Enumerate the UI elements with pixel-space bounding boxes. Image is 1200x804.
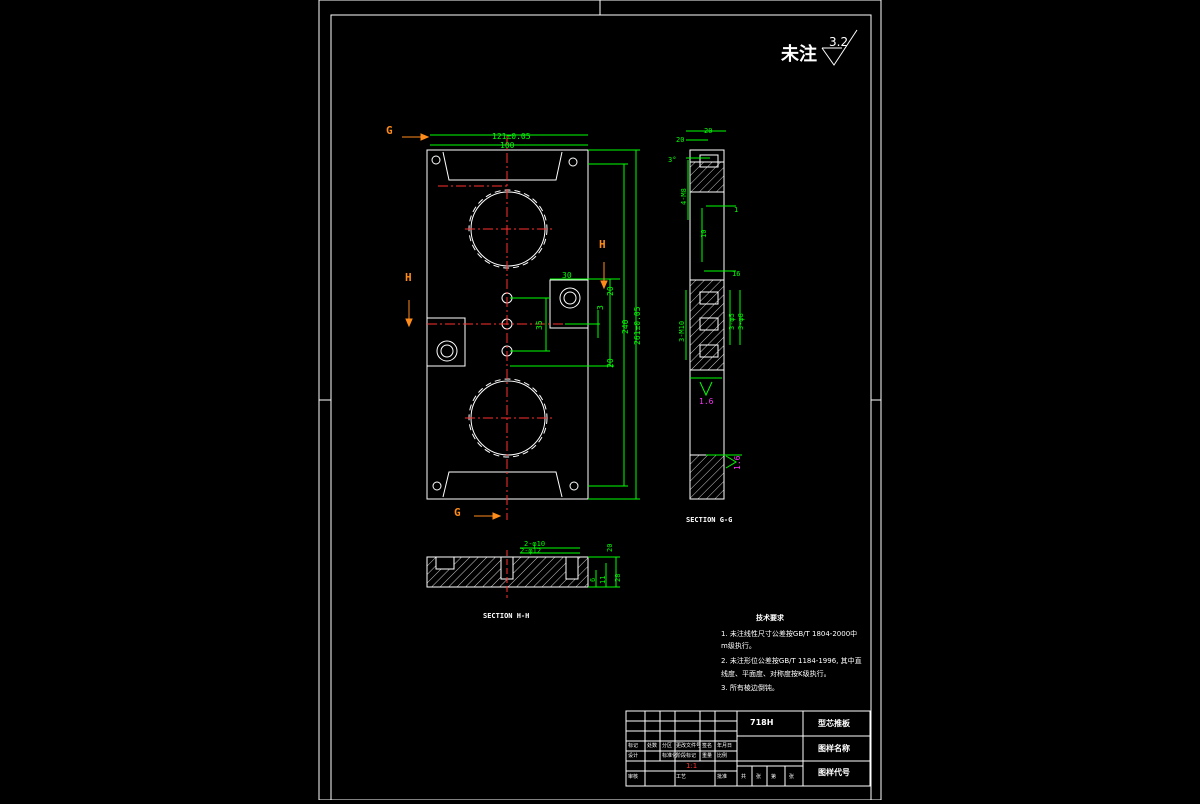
hatch-region xyxy=(689,454,725,500)
tb-small-label: 标记 xyxy=(628,743,639,749)
bottom-section-view: 2-φ10 2-φ12 20 6 11 28 SECTION H-H xyxy=(426,540,622,620)
bottom-recess xyxy=(435,556,455,570)
dim-20-bottom: 20 xyxy=(606,544,614,552)
dim-4m8: 4-M8 xyxy=(680,188,688,205)
dim-121: 121±0.05 xyxy=(492,132,531,141)
tb-small-label: 签名 xyxy=(702,743,713,749)
corner-hole xyxy=(431,155,441,165)
section-g-label-bottom: G xyxy=(454,506,461,519)
tb-small-label: 设计 xyxy=(628,753,639,759)
tb-small-label: 重量 xyxy=(702,753,713,759)
left-pocket xyxy=(426,317,466,367)
tb-small-label: 阶段标记 xyxy=(676,753,697,759)
bottom-hole xyxy=(565,556,579,580)
dim-3: 3 xyxy=(596,305,605,310)
dim-261: 261±0.05 xyxy=(633,306,642,345)
notes-line: 线度、平面度、对称度按K级执行。 xyxy=(721,670,831,678)
dim-28: 28 xyxy=(614,574,622,582)
tb-small-label: 更改文件号 xyxy=(676,743,702,749)
section-h-label-left: H xyxy=(405,271,412,284)
section-g-label-top: G xyxy=(386,124,393,137)
sheet-inner-border xyxy=(330,14,872,801)
roughness-symbol xyxy=(821,29,858,66)
arrowhead xyxy=(405,318,413,328)
dim-2phi10: 2-φ10 xyxy=(524,540,545,548)
tb-small-label: 比例 xyxy=(717,753,728,759)
tb-bottom-label: 工艺 xyxy=(676,774,687,780)
tb-sheet-label: 张 xyxy=(789,774,795,780)
dim-3phi5: 3-φ5 xyxy=(728,313,736,330)
side-pocket xyxy=(549,279,589,329)
sheet-outer-border xyxy=(318,0,882,801)
notes-line: 2. 未注形位公差按GB/T 1184-1996, 其中直 xyxy=(721,657,862,665)
dim-2phi12: 2-φ12 xyxy=(520,547,541,555)
tb-small-label: 分区 xyxy=(662,743,673,749)
tb-small-label: 标准化 xyxy=(662,753,678,759)
scale-value: 1:1 xyxy=(686,762,698,770)
arrowhead xyxy=(420,133,430,141)
dim-angle: 3° xyxy=(668,156,676,164)
side-section-view: 20 20 3° 4-M8 10 1 16 3-M10 3-φ5 3-φ8 1.… xyxy=(668,127,745,524)
drawing-name-label: 图样名称 xyxy=(818,744,850,753)
dim-20b-side: 20 xyxy=(704,127,712,135)
dim-20a-side: 20 xyxy=(676,136,684,144)
main-view: 121±0.05 100 30 35 3 20 20 240 261±0.05 … xyxy=(386,124,642,520)
notes-line: 3. 所有棱边倒钝。 xyxy=(721,684,779,692)
tb-small-label: 年月日 xyxy=(717,743,733,749)
roughness-a: 1.6 xyxy=(699,397,714,406)
tb-sheet-label: 第 xyxy=(771,774,777,780)
bolt-hole xyxy=(699,317,719,331)
tb-sheet-label: 张 xyxy=(756,774,762,780)
section-h-label-right: H xyxy=(599,238,606,251)
dim-35: 35 xyxy=(535,320,544,330)
dim-1: 1 xyxy=(734,206,738,214)
dim-20b: 20 xyxy=(606,358,615,368)
corner-hole xyxy=(432,481,442,491)
pocket-bore-inner xyxy=(563,291,577,305)
material-label: 718H xyxy=(750,718,774,727)
top-step xyxy=(442,151,563,181)
roughness-symbol-b xyxy=(725,455,737,469)
bolt-hole xyxy=(699,291,719,305)
pocket-bore xyxy=(559,287,581,309)
corner-hole xyxy=(568,157,578,167)
dim-20a: 20 xyxy=(606,286,615,296)
dim-30: 30 xyxy=(562,271,572,280)
dim-240: 240 xyxy=(621,319,630,334)
thread-hole xyxy=(699,154,719,168)
dim-3phi8: 3-φ8 xyxy=(737,313,745,330)
side-section-title: SECTION G-G xyxy=(686,516,732,524)
dim-10: 10 xyxy=(700,230,708,238)
notes-line: m级执行。 xyxy=(721,642,756,650)
dim-16: 16 xyxy=(732,270,740,278)
bottom-step xyxy=(442,471,563,498)
dim-11: 11 xyxy=(599,576,607,584)
dim-3m10: 3-M10 xyxy=(678,321,686,342)
roughness-b: 1.6 xyxy=(733,455,742,470)
corner-hole xyxy=(569,481,579,491)
arrowhead xyxy=(600,280,608,290)
part-name: 型芯推板 xyxy=(818,719,850,728)
notes-line: 1. 未注线性尺寸公差按GB/T 1804-2000中 xyxy=(721,630,858,638)
dim-6: 6 xyxy=(589,578,597,582)
corner-note-text: 未注 xyxy=(781,43,817,65)
corner-roughness-note: 未注 3.2 xyxy=(781,29,858,66)
left-pocket-bore xyxy=(436,340,458,362)
corner-roughness-value: 3.2 xyxy=(829,35,848,49)
tb-bottom-label: 审核 xyxy=(628,774,639,780)
tb-small-label: 处数 xyxy=(647,743,658,749)
bottom-section-title: SECTION H-H xyxy=(483,612,529,620)
drawing-code-label: 图样代号 xyxy=(818,768,850,777)
roughness-symbol-a xyxy=(699,381,713,397)
arrowhead xyxy=(492,512,502,520)
tb-sheet-label: 共 xyxy=(741,774,747,780)
title-block-grid xyxy=(625,710,871,787)
left-pocket-bore-inner xyxy=(440,344,454,358)
bolt-hole xyxy=(699,344,719,358)
dim-100: 100 xyxy=(500,141,515,150)
notes-title: 技术要求 xyxy=(756,614,784,622)
tb-bottom-label: 批准 xyxy=(717,774,728,780)
